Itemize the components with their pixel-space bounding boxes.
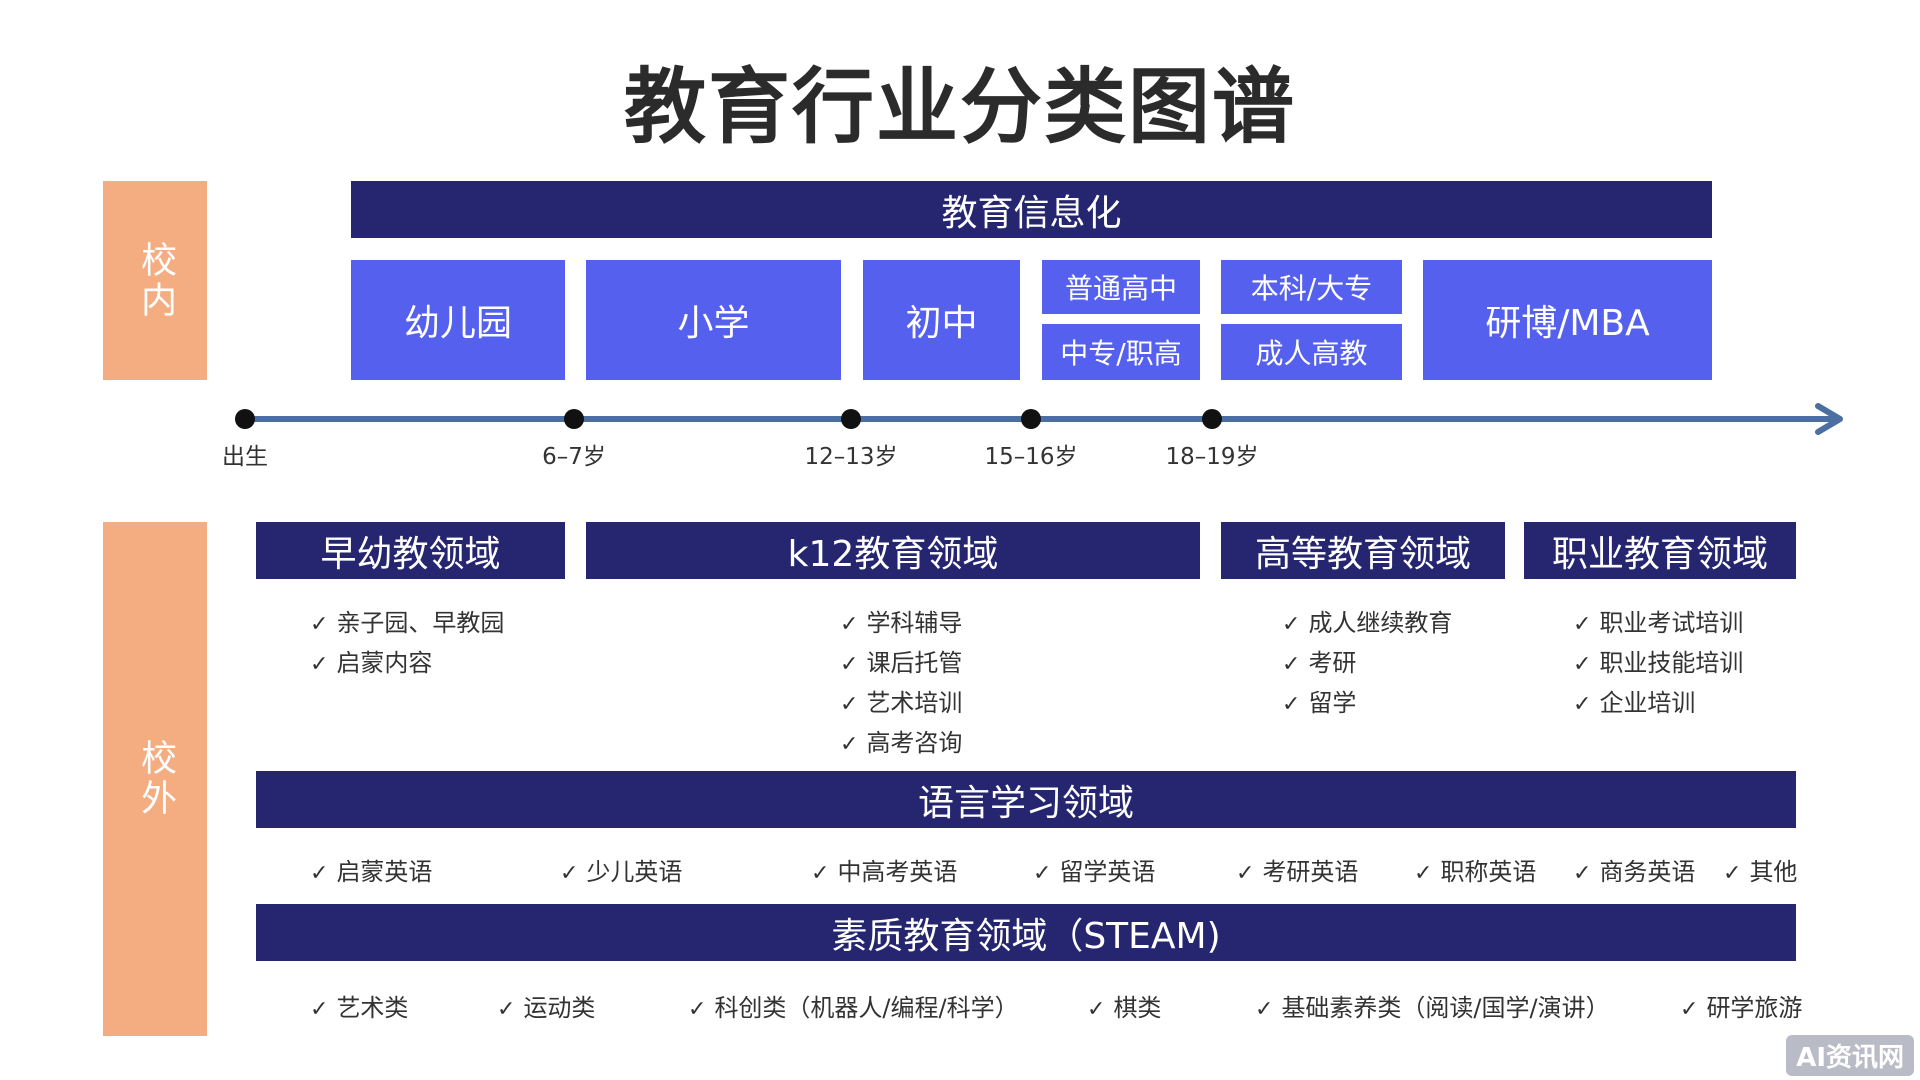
check-icon: ✓ (1573, 612, 1592, 637)
check-icon: ✓ (1236, 861, 1255, 886)
check-icon: ✓ (688, 997, 707, 1022)
timeline-dot-18-19 (1202, 409, 1222, 429)
list-item: ✓少儿英语 (560, 858, 683, 886)
list-item: ✓考研 (1282, 649, 1357, 677)
edu-informatization-banner: 教育信息化 (351, 181, 1712, 238)
list-item: ✓商务英语 (1573, 858, 1696, 886)
list-item: ✓艺术类 (310, 994, 409, 1022)
list-item: ✓课后托管 (840, 649, 963, 677)
check-icon: ✓ (310, 861, 329, 886)
check-icon: ✓ (1573, 652, 1592, 677)
list-item: ✓其他 (1723, 858, 1798, 886)
list-item: ✓亲子园、早教园 (310, 609, 505, 637)
list-item: ✓研学旅游 (1680, 994, 1803, 1022)
list-item: ✓职称英语 (1414, 858, 1537, 886)
check-icon: ✓ (1723, 861, 1742, 886)
list-item: ✓启蒙内容 (310, 649, 433, 677)
check-icon: ✓ (497, 997, 516, 1022)
check-icon: ✓ (1255, 997, 1274, 1022)
in-school-label-text: 校内 (135, 240, 176, 321)
check-icon: ✓ (840, 612, 859, 637)
domain-k12-header: k12教育领域 (586, 522, 1200, 579)
list-item: ✓艺术培训 (840, 689, 963, 717)
check-icon: ✓ (310, 652, 329, 677)
timeline-label-18-19: 18–19岁 (1165, 444, 1259, 470)
timeline-dot-birth (235, 409, 255, 429)
list-item: ✓留学英语 (1033, 858, 1156, 886)
stage-primary: 小学 (586, 260, 841, 380)
check-icon: ✓ (840, 732, 859, 757)
list-item: ✓企业培训 (1573, 689, 1696, 717)
list-item: ✓中高考英语 (811, 858, 958, 886)
check-icon: ✓ (310, 997, 329, 1022)
list-item: ✓棋类 (1087, 994, 1162, 1022)
list-item: ✓启蒙英语 (310, 858, 433, 886)
list-item: ✓职业技能培训 (1573, 649, 1744, 677)
list-item: ✓考研英语 (1236, 858, 1359, 886)
stage-postgrad: 研博/MBA (1423, 260, 1712, 380)
check-icon: ✓ (1573, 861, 1592, 886)
check-icon: ✓ (1282, 612, 1301, 637)
stage-adult-higher: 成人高教 (1221, 324, 1402, 380)
list-item: ✓学科辅导 (840, 609, 963, 637)
page-title: 教育行业分类图谱 (623, 60, 1296, 155)
domain-higher-header: 高等教育领域 (1221, 522, 1505, 579)
out-school-label: 校外 (103, 522, 207, 1036)
watermark: AI资讯网 (1786, 1035, 1914, 1076)
in-school-label: 校内 (103, 181, 207, 380)
check-icon: ✓ (1573, 692, 1592, 717)
list-item: ✓高考咨询 (840, 729, 963, 757)
check-icon: ✓ (811, 861, 830, 886)
timeline-arrow-icon (1815, 403, 1843, 435)
stage-senior-general: 普通高中 (1042, 260, 1200, 314)
stage-senior-vocational: 中专/职高 (1042, 324, 1200, 380)
check-icon: ✓ (560, 861, 579, 886)
domain-early-header: 早幼教领域 (256, 522, 565, 579)
check-icon: ✓ (1282, 652, 1301, 677)
stage-college: 本科/大专 (1221, 260, 1402, 314)
list-item: ✓成人继续教育 (1282, 609, 1453, 637)
timeline-label-6-7: 6–7岁 (542, 444, 606, 470)
timeline-label-12-13: 12–13岁 (804, 444, 898, 470)
timeline-dot-15-16 (1021, 409, 1041, 429)
timeline-dot-6-7 (564, 409, 584, 429)
check-icon: ✓ (1282, 692, 1301, 717)
domain-language-header: 语言学习领域 (256, 771, 1796, 828)
list-item: ✓运动类 (497, 994, 596, 1022)
timeline-label-15-16: 15–16岁 (984, 444, 1078, 470)
check-icon: ✓ (840, 692, 859, 717)
timeline-label-birth: 出生 (222, 444, 268, 470)
list-item: ✓职业考试培训 (1573, 609, 1744, 637)
check-icon: ✓ (1414, 861, 1433, 886)
list-item: ✓留学 (1282, 689, 1357, 717)
out-school-label-text: 校外 (135, 739, 176, 819)
list-item: ✓基础素养类（阅读/国学/演讲） (1255, 994, 1610, 1022)
domain-vocational-header: 职业教育领域 (1524, 522, 1796, 579)
check-icon: ✓ (1680, 997, 1699, 1022)
check-icon: ✓ (310, 612, 329, 637)
timeline-dot-12-13 (841, 409, 861, 429)
stage-junior: 初中 (863, 260, 1020, 380)
check-icon: ✓ (1087, 997, 1106, 1022)
domain-steam-header: 素质教育领域（STEAM) (256, 904, 1796, 961)
list-item: ✓科创类（机器人/编程/科学） (688, 994, 1019, 1022)
check-icon: ✓ (840, 652, 859, 677)
stage-kindergarten: 幼儿园 (351, 260, 565, 380)
check-icon: ✓ (1033, 861, 1052, 886)
